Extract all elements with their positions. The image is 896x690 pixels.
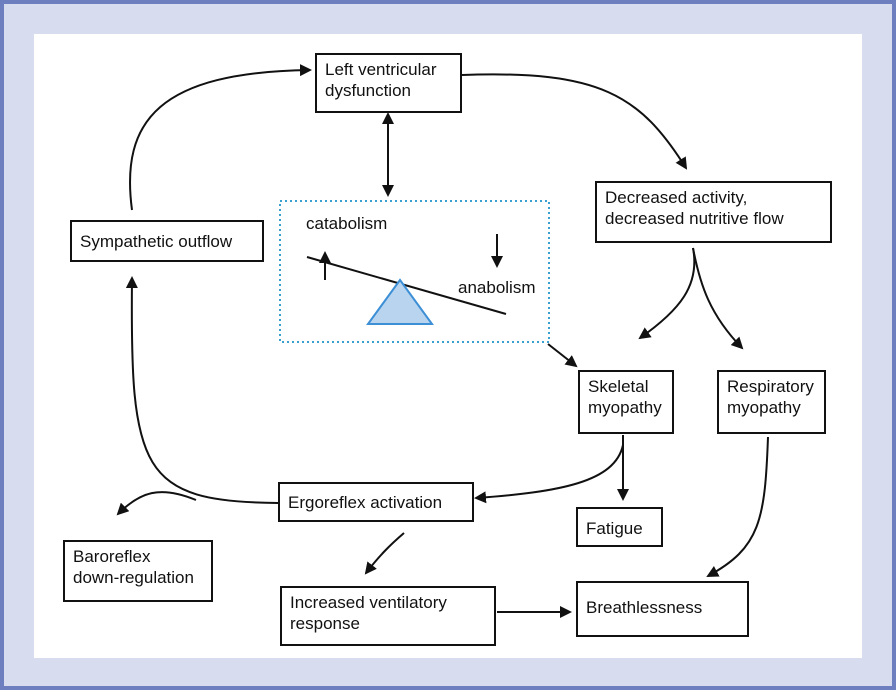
node-breathlessness: Breathlessness (576, 581, 749, 637)
node-respiratory-myopathy: Respiratory myopathy (717, 370, 826, 434)
node-skeletal-myopathy: Skeletal myopathy (578, 370, 674, 434)
fulcrum-triangle (366, 278, 434, 325)
arrow-sympathetic-to-lv (129, 64, 312, 211)
arrow-balance-to-skeletal (547, 343, 578, 368)
label-anabolism: anabolism (458, 278, 536, 297)
node-increased-ventilatory-response: Increased ventilatory response (280, 586, 496, 646)
node-left-ventricular-dysfunction: Left ventricular dysfunction (315, 53, 462, 113)
seesaw-beam (306, 256, 507, 315)
node-baroreflex-down-regulation: Baroreflex down-regulation (63, 540, 213, 602)
arrow-activity-to-respiratory (692, 247, 744, 350)
node-fatigue: Fatigue (576, 507, 663, 547)
arrow-lv-to-activity (461, 73, 688, 170)
arrow-skeletal-to-ergoreflex (474, 444, 624, 504)
arrow-respiratory-to-breathlessness (706, 436, 769, 577)
arrow-ergoreflex-to-sympathetic (125, 276, 279, 504)
node-sympathetic-outflow: Sympathetic outflow (70, 220, 264, 262)
arrow-activity-to-skeletal (638, 247, 696, 340)
node-decreased-activity: Decreased activity, decreased nutritive … (595, 181, 832, 243)
node-ergoreflex-activation: Ergoreflex activation (278, 482, 474, 522)
label-catabolism: catabolism (306, 214, 388, 233)
arrow-ergoreflex-to-ventilatory (364, 532, 405, 575)
arrow-ergoreflex-to-baroreflex (116, 491, 197, 516)
